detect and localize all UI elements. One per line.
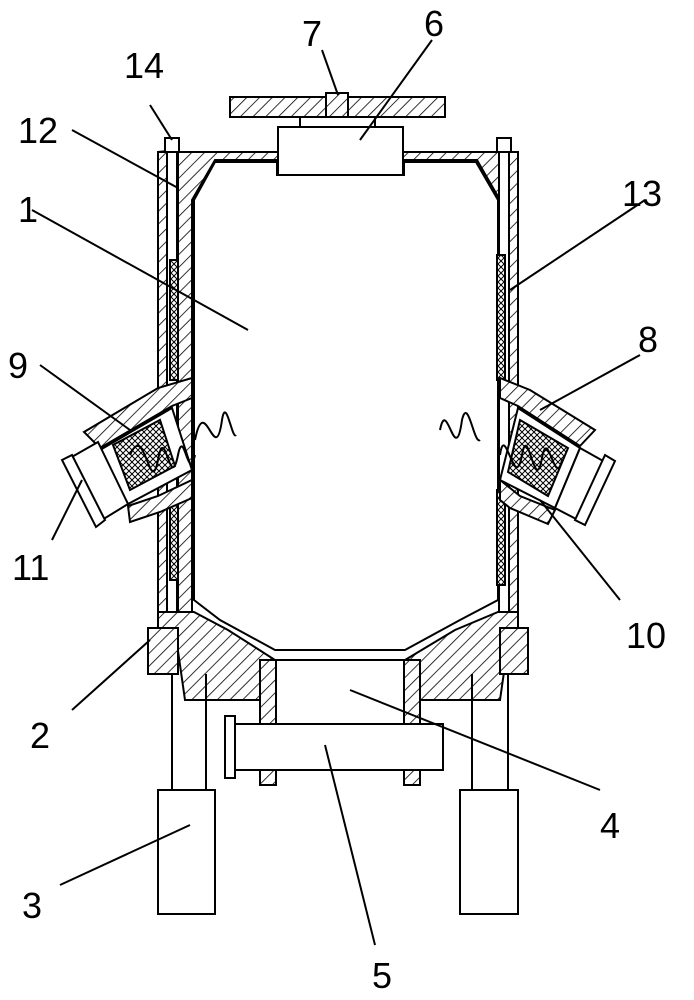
support-leg-right xyxy=(459,674,519,915)
top-cover xyxy=(277,116,404,176)
label-14: 14 xyxy=(124,45,164,86)
top-nut-right xyxy=(496,137,512,153)
support-leg-left xyxy=(157,674,216,915)
label-13: 13 xyxy=(622,173,662,214)
right-spring-housing xyxy=(439,376,597,526)
part-labels: 14 12 1 7 6 13 8 9 11 10 2 4 3 5 xyxy=(8,3,666,996)
label-3: 3 xyxy=(22,885,42,926)
label-11: 11 xyxy=(12,547,49,588)
label-9: 9 xyxy=(8,345,28,386)
label-10: 10 xyxy=(626,615,666,656)
leader-lines xyxy=(31,39,646,946)
label-5: 5 xyxy=(372,955,392,996)
label-8: 8 xyxy=(638,319,658,360)
label-12: 12 xyxy=(18,110,58,151)
vessel-body xyxy=(157,148,519,651)
label-1: 1 xyxy=(18,189,38,230)
left-end-cap xyxy=(60,440,130,529)
handwheel xyxy=(229,92,446,124)
label-2: 2 xyxy=(30,715,50,756)
top-nut-left xyxy=(164,137,180,153)
left-spring-housing xyxy=(82,376,237,524)
label-7: 7 xyxy=(302,13,322,54)
right-guide-rod xyxy=(496,137,510,619)
discharge-valve xyxy=(224,715,444,779)
label-4: 4 xyxy=(600,805,620,846)
left-guide-rod xyxy=(166,137,179,619)
label-6: 6 xyxy=(424,3,444,44)
right-end-cap xyxy=(553,446,617,527)
